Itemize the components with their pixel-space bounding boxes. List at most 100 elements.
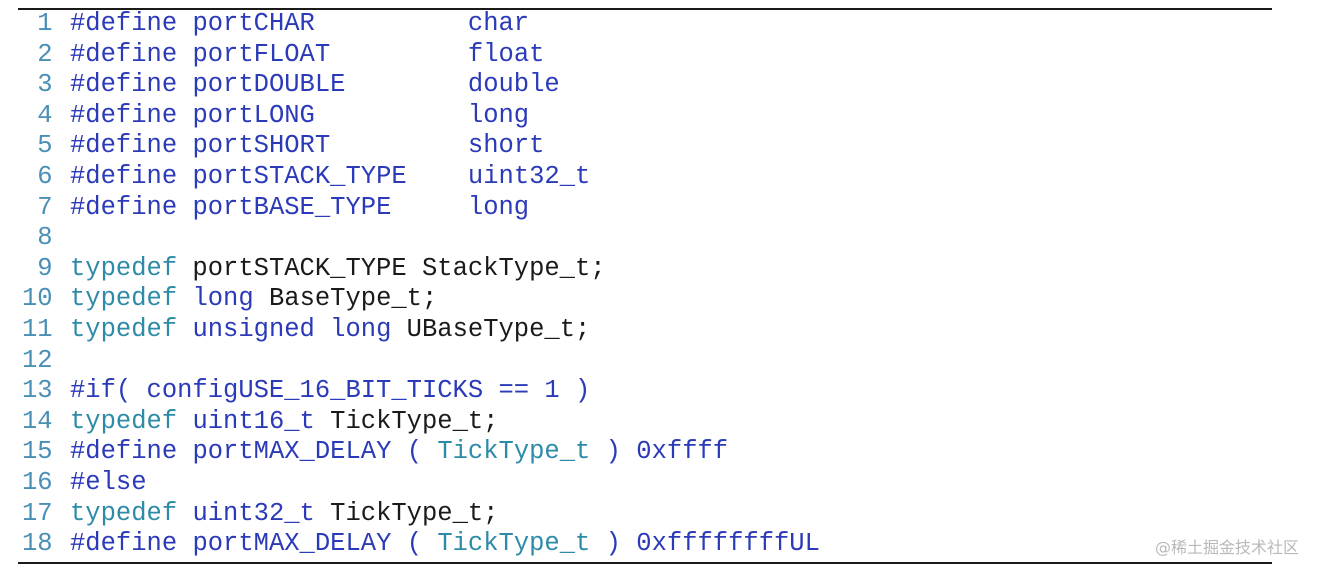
bottom-rule xyxy=(18,562,1272,564)
code-token xyxy=(177,131,192,160)
code-token: char xyxy=(467,9,530,38)
watermark: @稀土掘金技术社区 xyxy=(1154,538,1299,557)
code-line: 4#define portLONG long xyxy=(22,101,820,132)
code-token xyxy=(621,437,636,466)
line-number: 4 xyxy=(22,100,53,130)
code-token: portCHAR xyxy=(192,9,315,38)
code-token: portLONG xyxy=(192,100,315,130)
code-token: 0xffff xyxy=(636,437,729,467)
code-token xyxy=(391,193,468,222)
top-rule xyxy=(18,8,1272,10)
line-number: 5 xyxy=(22,131,53,161)
code-line: 7 #define portBASE_TYPE long xyxy=(22,193,820,224)
code-token xyxy=(330,131,468,160)
code-token xyxy=(345,70,467,99)
code-token xyxy=(315,9,468,38)
code-token: ( xyxy=(406,437,422,467)
code-token: #define xyxy=(70,529,178,559)
code-token xyxy=(177,193,192,222)
line-number: 17 xyxy=(22,498,53,528)
line-number: 1 xyxy=(22,9,53,38)
code-token xyxy=(177,407,192,436)
line-number: 8 xyxy=(22,223,53,253)
code-token xyxy=(177,315,192,344)
code-token: #define xyxy=(70,39,178,69)
code-token: unsigned long xyxy=(192,314,392,344)
code-token: TickType_t; xyxy=(314,406,499,436)
code-token: typedef xyxy=(70,406,178,436)
code-token: long xyxy=(467,100,530,130)
code-line: 5#define portSHORT short xyxy=(22,131,820,162)
code-token: double xyxy=(467,70,560,100)
code-line: 15#define portMAX_DELAY ( TickType_t ) 0… xyxy=(22,437,820,468)
code-token xyxy=(177,162,192,191)
code-token: TickType_t; xyxy=(314,498,499,528)
code-token: #if( configUSE_16_BIT_TICKS == 1 ) xyxy=(70,376,591,406)
line-number: 16 xyxy=(22,467,53,497)
code-token xyxy=(422,437,437,466)
code-token: portDOUBLE xyxy=(192,70,346,100)
code-token: long xyxy=(192,284,254,314)
line-number: 15 xyxy=(22,437,53,467)
code-token: typedef xyxy=(70,253,178,283)
code-token: ) xyxy=(605,437,621,467)
code-token: typedef xyxy=(70,314,178,344)
code-token: ) xyxy=(605,529,621,559)
code-token: UBaseType_t; xyxy=(391,314,591,344)
code-token xyxy=(407,162,468,191)
code-token xyxy=(315,101,468,130)
line-number: 3 xyxy=(22,70,53,100)
line-number: 7 xyxy=(22,192,53,222)
code-token xyxy=(177,529,192,558)
line-number: 14 xyxy=(22,406,53,436)
line-number: 2 xyxy=(22,39,53,69)
code-line: 6 #define portSTACK_TYPE uint32_t xyxy=(22,162,820,193)
code-token xyxy=(177,284,192,313)
code-token: ( xyxy=(406,529,422,559)
code-token: BaseType_t; xyxy=(253,284,438,314)
code-token xyxy=(590,437,605,466)
code-block: 1#define portCHAR char 2#define portFLOA… xyxy=(22,9,820,560)
code-line: 18#define portMAX_DELAY ( TickType_t ) 0… xyxy=(22,529,820,560)
code-line: 8 xyxy=(22,223,820,254)
code-token xyxy=(391,437,406,466)
code-token xyxy=(177,70,192,99)
code-line: 17 typedef uint32_t TickType_t; xyxy=(22,499,820,530)
line-number: 11 xyxy=(22,314,53,344)
code-token: #define xyxy=(70,131,178,161)
line-number: 12 xyxy=(22,345,53,375)
code-token: portMAX_DELAY xyxy=(192,529,392,559)
code-token: uint32_t xyxy=(192,498,315,528)
code-token: uint32_t xyxy=(467,161,591,191)
code-token xyxy=(177,101,192,130)
code-token xyxy=(422,529,437,558)
code-token: portSTACK_TYPE xyxy=(192,161,407,191)
code-token: typedef xyxy=(70,498,178,528)
code-token xyxy=(621,529,636,558)
code-token: TickType_t xyxy=(437,529,591,559)
code-token: long xyxy=(467,192,530,222)
code-token xyxy=(177,499,192,528)
code-token xyxy=(391,529,406,558)
code-line: 3 #define portDOUBLE double xyxy=(22,70,820,101)
code-token: TickType_t xyxy=(437,437,591,467)
code-token: #define xyxy=(70,192,178,222)
code-token xyxy=(330,40,468,69)
code-token: portSHORT xyxy=(192,131,331,161)
code-token xyxy=(177,437,192,466)
code-token: #define xyxy=(70,161,178,191)
code-token: #define xyxy=(70,9,178,38)
line-number: 13 xyxy=(22,376,53,406)
code-token: portSTACK_TYPE StackType_t; xyxy=(177,253,606,283)
code-line: 16#else xyxy=(22,468,820,499)
code-line: 11 typedef unsigned long UBaseType_t; xyxy=(22,315,820,346)
code-line: 1 #define portCHAR char xyxy=(22,9,820,40)
line-number: 6 xyxy=(22,161,53,191)
code-token: portBASE_TYPE xyxy=(192,192,392,222)
code-token xyxy=(590,529,605,558)
line-number: 10 xyxy=(22,284,53,314)
code-token: #define xyxy=(70,437,178,467)
code-token: #define xyxy=(70,70,178,100)
